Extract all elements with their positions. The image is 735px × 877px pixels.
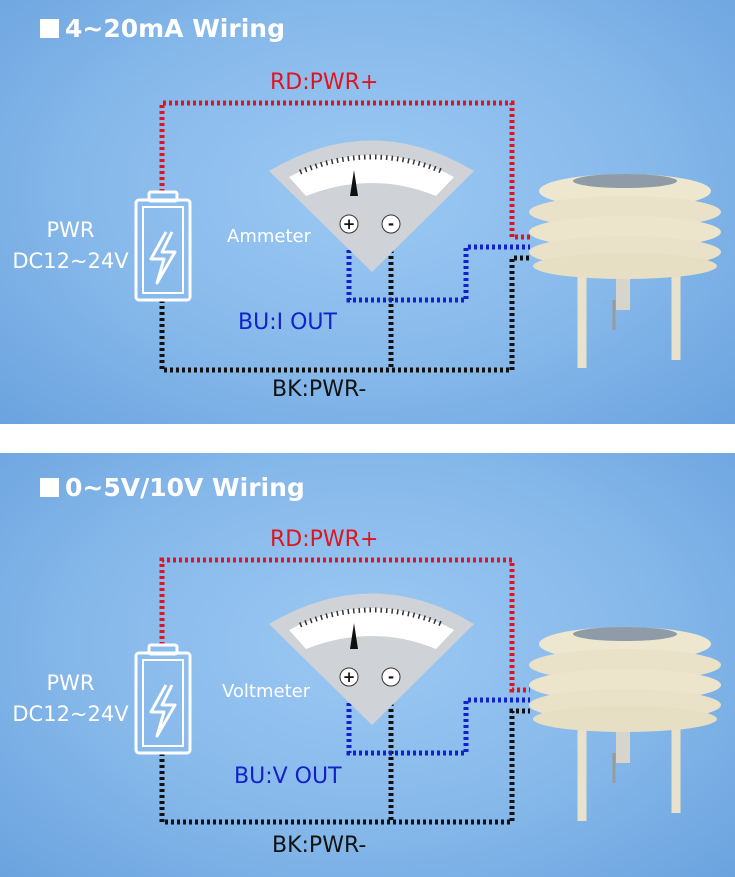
power-label: PWR DC12~24V	[12, 671, 129, 726]
black-wire	[159, 232, 530, 373]
meter-dial-icon: + -	[269, 140, 474, 272]
lightning-icon	[149, 684, 177, 738]
sensor-shield-icon	[529, 174, 721, 368]
plus-terminal: +	[343, 668, 356, 686]
panel-title: 0~5V/10V Wiring	[40, 473, 305, 502]
black-wire-label: BK:PWR-	[272, 377, 367, 402]
minus-terminal: -	[388, 215, 394, 233]
plus-terminal: +	[343, 215, 356, 233]
battery-icon	[134, 643, 192, 755]
wiring-panel-current: + - 4~20mA Wiring RD:PWR+ PWR DC12~24V A…	[0, 0, 735, 424]
panel-title: 4~20mA Wiring	[40, 14, 285, 43]
red-wire	[159, 100, 530, 240]
minus-terminal: -	[388, 668, 394, 686]
blue-wire-label: BU:V OUT	[234, 764, 342, 789]
meter-label: Ammeter	[227, 226, 311, 247]
red-wire-label: RD:PWR+	[270, 70, 379, 95]
wiring-diagram: + -	[134, 557, 721, 825]
wiring-diagram: + -	[134, 100, 721, 373]
blue-wire-label: BU:I OUT	[238, 310, 337, 335]
sensor-shield-icon	[529, 627, 721, 821]
title-square-icon	[40, 478, 59, 497]
wiring-panel-voltage: + - 0~5V/10V Wiring RD:PWR+ PWR DC12~24V…	[0, 453, 735, 877]
lightning-icon	[149, 231, 177, 285]
battery-icon	[134, 190, 192, 302]
blue-wire	[346, 685, 530, 756]
title-square-icon	[40, 19, 59, 38]
blue-wire	[346, 232, 530, 303]
black-wire	[159, 685, 530, 825]
power-label: PWR DC12~24V	[12, 218, 129, 273]
red-wire	[159, 557, 530, 693]
meter-label: Voltmeter	[222, 681, 311, 702]
meter-dial-icon: + -	[269, 593, 474, 725]
red-wire-label: RD:PWR+	[270, 527, 379, 552]
black-wire-label: BK:PWR-	[272, 833, 367, 858]
